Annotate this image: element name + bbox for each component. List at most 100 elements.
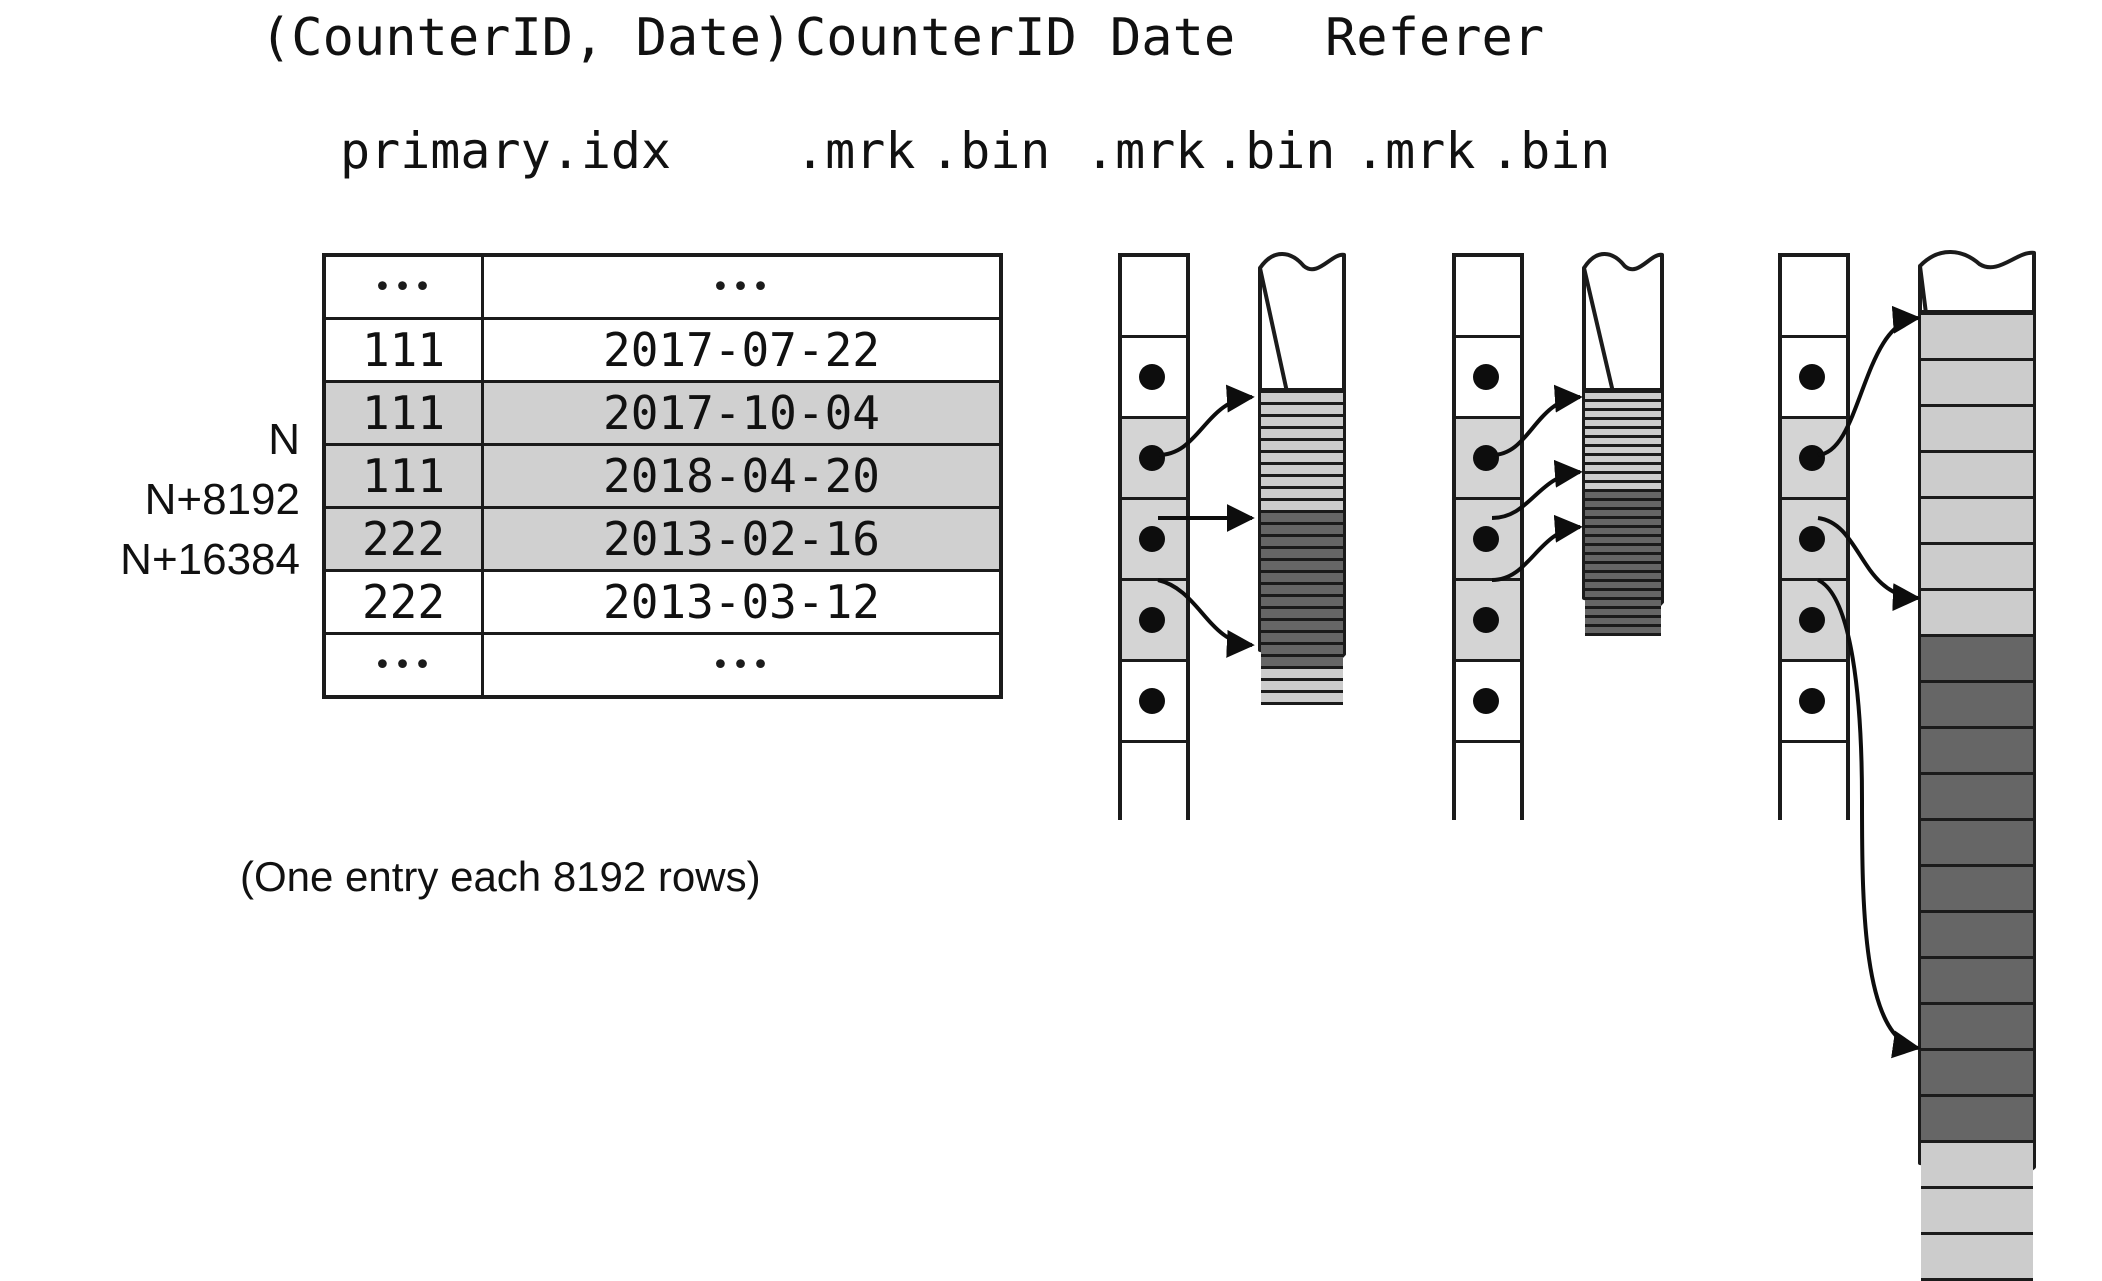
bin-block-light [1921, 1235, 2033, 1281]
bin-block-light [1261, 405, 1343, 417]
bin-block-light [1261, 429, 1343, 441]
mark-dot-icon [1799, 526, 1825, 552]
bin-block-light [1921, 453, 2033, 499]
granule-label-0: N [268, 415, 300, 464]
bin-block-dark [1585, 528, 1661, 537]
cell-date: 2017-10-04 [481, 380, 1003, 446]
bin-block-dark [1585, 501, 1661, 510]
file-columns-group [1118, 250, 2036, 1281]
mark-dot-icon [1473, 364, 1499, 390]
mark-cell [1782, 257, 1846, 338]
cell-counterid: ••• [322, 632, 484, 699]
bin-block-dark [1585, 582, 1661, 591]
bin-block-light [1921, 1189, 2033, 1235]
bin-block-dark [1585, 573, 1661, 582]
mark-dot-icon [1473, 688, 1499, 714]
bin-block-dark [1921, 821, 2033, 867]
bin-block-light [1585, 402, 1661, 411]
mark-dot-icon [1799, 364, 1825, 390]
bin-block-light [1921, 499, 2033, 545]
cell-counterid: 111 [322, 380, 484, 446]
cell-counterid: 222 [322, 569, 484, 635]
bin-block-dark [1921, 1051, 2033, 1097]
bin-block-light [1261, 669, 1343, 681]
bin-block-dark [1921, 775, 2033, 821]
column-header-counterid: CounterID [795, 8, 1077, 68]
bin-block-dark [1261, 645, 1343, 657]
mark-cell [1456, 257, 1520, 338]
bin-block-light [1261, 417, 1343, 429]
mark-cell [1456, 662, 1520, 743]
mark-cell [1122, 500, 1186, 581]
bin-block-light [1921, 315, 2033, 361]
bin-block-light [1261, 501, 1343, 513]
cell-date: 2013-02-16 [481, 506, 1003, 572]
mark-dot-icon [1473, 445, 1499, 471]
bin-block-light [1585, 393, 1661, 402]
bin-block-dark [1585, 537, 1661, 546]
bin-block-dark [1585, 510, 1661, 519]
bin-block-light [1585, 411, 1661, 420]
mark-cell [1122, 581, 1186, 662]
mark-cell [1782, 581, 1846, 662]
bin-block-dark [1585, 492, 1661, 501]
counterid-bin-label: .bin [930, 122, 1051, 180]
mark-dot-icon [1799, 688, 1825, 714]
counterid-mrk [1118, 253, 1190, 824]
bin-block-light [1261, 489, 1343, 501]
bin-block-light [1921, 407, 2033, 453]
granule-label-2: N+16384 [120, 535, 300, 584]
bin-block-light [1585, 483, 1661, 492]
column-header-date: Date [1110, 8, 1236, 68]
bin-block-light [1585, 438, 1661, 447]
bin-block-light [1921, 545, 2033, 591]
bin-block-dark [1585, 600, 1661, 609]
mark-cell [1456, 419, 1520, 500]
bin-block-light [1261, 693, 1343, 705]
date-mrk-label: .mrk [1085, 122, 1206, 180]
mark-dot-icon [1799, 445, 1825, 471]
bin-block-dark [1585, 627, 1661, 636]
mark-dot-icon [1799, 607, 1825, 633]
bin-block-dark [1261, 549, 1343, 561]
bin-block-dark [1261, 609, 1343, 621]
bin-block-dark [1261, 561, 1343, 573]
counterid-bin [1258, 250, 1346, 705]
date-bin-label: .bin [1215, 122, 1336, 180]
cell-counterid: 222 [322, 506, 484, 572]
mark-dot-icon [1139, 526, 1165, 552]
bin-block-light [1261, 453, 1343, 465]
bin-block-dark [1921, 959, 2033, 1005]
cell-date: 2017-07-22 [481, 317, 1003, 383]
mark-cell [1122, 419, 1186, 500]
mark-cell [1456, 581, 1520, 662]
mark-dot-icon [1473, 526, 1499, 552]
bin-data-blocks [1585, 388, 1661, 636]
bin-block-light [1585, 456, 1661, 465]
column-header-referer: Referer [1325, 8, 1545, 68]
primary-idx-label: primary.idx [340, 122, 672, 180]
bin-block-dark [1921, 913, 2033, 959]
mark-cell [1456, 338, 1520, 419]
mark-cell [1782, 743, 1846, 824]
mark-cell [1456, 743, 1520, 824]
bin-block-dark [1921, 683, 2033, 729]
bin-block-dark [1585, 618, 1661, 627]
bin-block-dark [1261, 513, 1343, 525]
mark-cell [1782, 500, 1846, 581]
mark-dot-icon [1139, 688, 1165, 714]
bin-block-dark [1261, 585, 1343, 597]
date-bin [1582, 250, 1664, 636]
bin-data-blocks [1921, 310, 2033, 1281]
mark-cell [1122, 338, 1186, 419]
cell-date: ••• [481, 253, 1003, 320]
bin-block-dark [1261, 537, 1343, 549]
cell-counterid: 111 [322, 443, 484, 509]
bin-block-dark [1585, 564, 1661, 573]
bin-block-dark [1261, 633, 1343, 645]
bin-block-dark [1921, 637, 2033, 683]
bin-block-dark [1921, 867, 2033, 913]
